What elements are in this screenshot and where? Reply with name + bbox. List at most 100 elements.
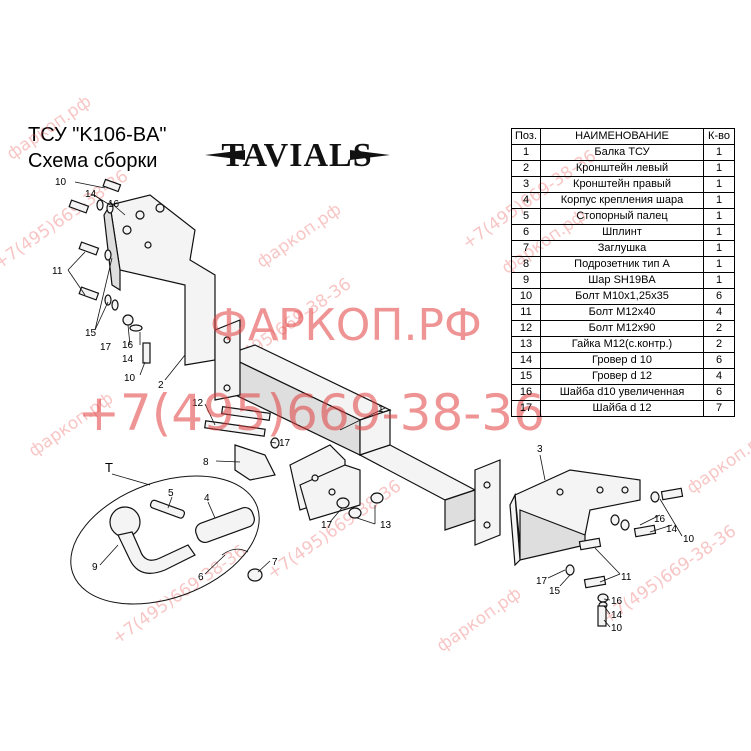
row-name: Шайба d10 увеличенная [540,384,704,401]
callout-14-d: 14 [611,610,623,621]
left-bracket-fasteners [68,178,151,364]
row-name: Гровер d 10 [540,352,704,369]
right-bracket-fasteners [565,487,684,627]
callout-t: T [105,460,113,475]
row-pos: 1 [511,144,541,161]
row-pos: 12 [511,320,541,337]
callout-11-a: 11 [52,266,63,277]
bracket-right [509,469,641,567]
callout-15-a: 15 [85,328,97,339]
callout-17-c: 17 [321,520,333,531]
callout-10-d: 10 [611,623,623,634]
row-pos: 4 [511,192,541,209]
callout-17-a: 17 [100,342,112,353]
row-name: Балка ТСУ [540,144,704,161]
title-model: ТСУ "K106-BA" [28,124,167,146]
callout-10-b: 10 [124,373,136,384]
row-pos: 17 [511,400,541,417]
callout-2: 2 [158,380,164,391]
row-pos: 11 [511,304,541,321]
row-qty: 6 [703,384,735,401]
row-qty: 1 [703,256,735,273]
row-pos: 15 [511,368,541,385]
row-qty: 6 [703,352,735,369]
row-qty: 2 [703,336,735,353]
callout-9: 9 [92,562,98,573]
row-qty: 1 [703,160,735,177]
row-name: Болт М12х90 [540,320,704,337]
row-pos: 9 [511,272,541,289]
row-pos: 2 [511,160,541,177]
row-name: Гайка М12(с.контр.) [540,336,704,353]
row-qty: 4 [703,304,735,321]
callout-12: 12 [192,398,204,409]
parts-table-header: Поз. НАИМЕНОВАНИЕ К-во [511,128,735,145]
callout-17-d: 17 [536,576,548,587]
row-qty: 6 [703,288,735,305]
callout-14-b: 14 [122,354,134,365]
row-name: Подрозетник тип А [540,256,704,273]
logo-text: TAVIALS [221,137,372,174]
row-name: Кронштейн правый [540,176,704,193]
callout-15-b: 15 [549,586,561,597]
row-name: Корпус крепления шара [540,192,704,209]
ball-mount-assembly [70,475,263,605]
row-qty: 4 [703,368,735,385]
row-qty: 7 [703,400,735,417]
callout-14-c: 14 [666,524,678,535]
callout-4: 4 [204,493,210,504]
row-pos: 5 [511,208,541,225]
callout-5: 5 [168,488,174,499]
callout-16-d: 16 [611,596,623,607]
col-pos: Поз. [511,128,541,145]
callout-3: 3 [537,444,543,455]
bracket-left [103,194,216,366]
row-name: Шплинт [540,224,704,241]
row-qty: 1 [703,176,735,193]
callout-16-a: 16 [108,199,120,210]
callout-11-b: 11 [621,572,632,583]
title-subtitle: Схема сборки [28,150,158,172]
row-name: Гровер d 12 [540,368,704,385]
row-pos: 7 [511,240,541,257]
callout-16-b: 16 [122,340,134,351]
row-qty: 2 [703,320,735,337]
row-pos: 3 [511,176,541,193]
callout-16-c: 16 [654,514,666,525]
callout-10-c: 10 [683,534,695,545]
row-pos: 6 [511,224,541,241]
leader-lines [67,181,683,628]
tavials-logo: TAVIALS [205,137,390,174]
row-name: Шайба d 12 [540,400,704,417]
row-pos: 13 [511,336,541,353]
row-pos: 8 [511,256,541,273]
row-qty: 1 [703,272,735,289]
beam [214,319,501,546]
row-name: Заглушка [540,240,704,257]
row-name: Болт М10х1,25х35 [540,288,704,305]
callout-7: 7 [272,557,278,568]
callout-numbers: 10 14 16 11 15 17 16 14 10 2 1 12 17 8 1… [52,177,695,634]
callout-6: 6 [198,572,204,583]
callout-13: 13 [380,520,392,531]
row-qty: 1 [703,192,735,209]
row-pos: 16 [511,384,541,401]
callout-14-a: 14 [85,189,97,200]
